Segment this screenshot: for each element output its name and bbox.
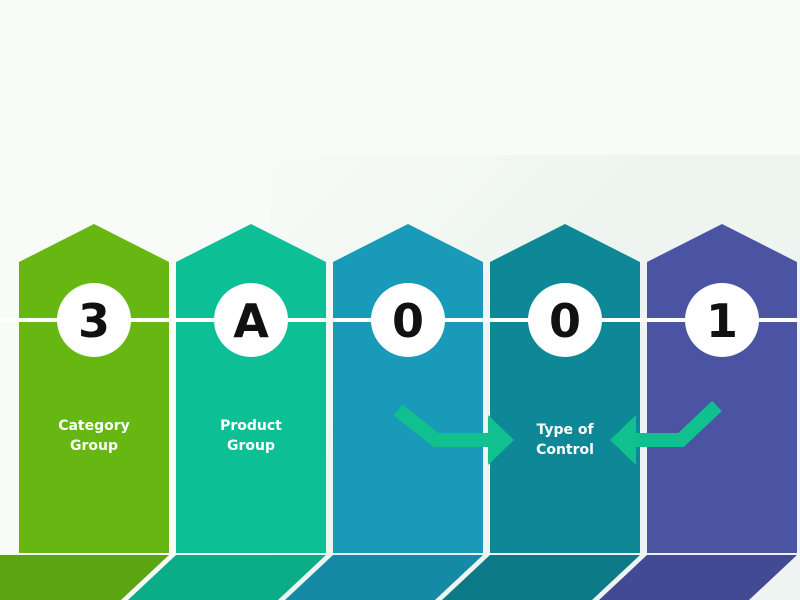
base-strip-4 <box>442 555 640 600</box>
arrows <box>393 400 722 465</box>
code-char-2: A <box>233 294 269 348</box>
segment-label-2-line-2: Group <box>227 438 275 454</box>
left-arrow-head <box>488 415 514 465</box>
column-1 <box>19 224 169 553</box>
right-arrow-head <box>610 415 636 465</box>
columns <box>19 224 797 553</box>
left-arrow-shaft <box>393 404 495 447</box>
base-strip-3 <box>285 555 483 600</box>
column-3 <box>333 224 483 553</box>
badge-circle-4 <box>528 283 602 357</box>
right-arrow-shaft <box>630 400 722 447</box>
code-char-5: 1 <box>706 294 738 348</box>
column-5 <box>647 224 797 553</box>
segment-label-4-line-2: Control <box>536 442 594 458</box>
segment-label-4-line-1: Type of <box>536 422 594 438</box>
column-4 <box>490 224 640 553</box>
base-strip-1 <box>0 555 169 600</box>
base-strip-2 <box>128 555 326 600</box>
badge-circle-5 <box>685 283 759 357</box>
base-strip-5 <box>599 555 797 600</box>
badge-circle-1 <box>57 283 131 357</box>
column-2 <box>176 224 326 553</box>
segment-label-1-line-2: Group <box>70 438 118 454</box>
base-strips <box>0 555 797 600</box>
code-char-3: 0 <box>392 294 424 348</box>
badge-circle-3 <box>371 283 445 357</box>
badges: 3 A 0 0 1 <box>57 283 759 357</box>
code-char-1: 3 <box>78 294 110 348</box>
segment-label-1-line-1: Category <box>58 418 130 434</box>
code-char-4: 0 <box>549 294 581 348</box>
badge-circle-2 <box>214 283 288 357</box>
segment-label-2-line-1: Product <box>220 418 282 434</box>
